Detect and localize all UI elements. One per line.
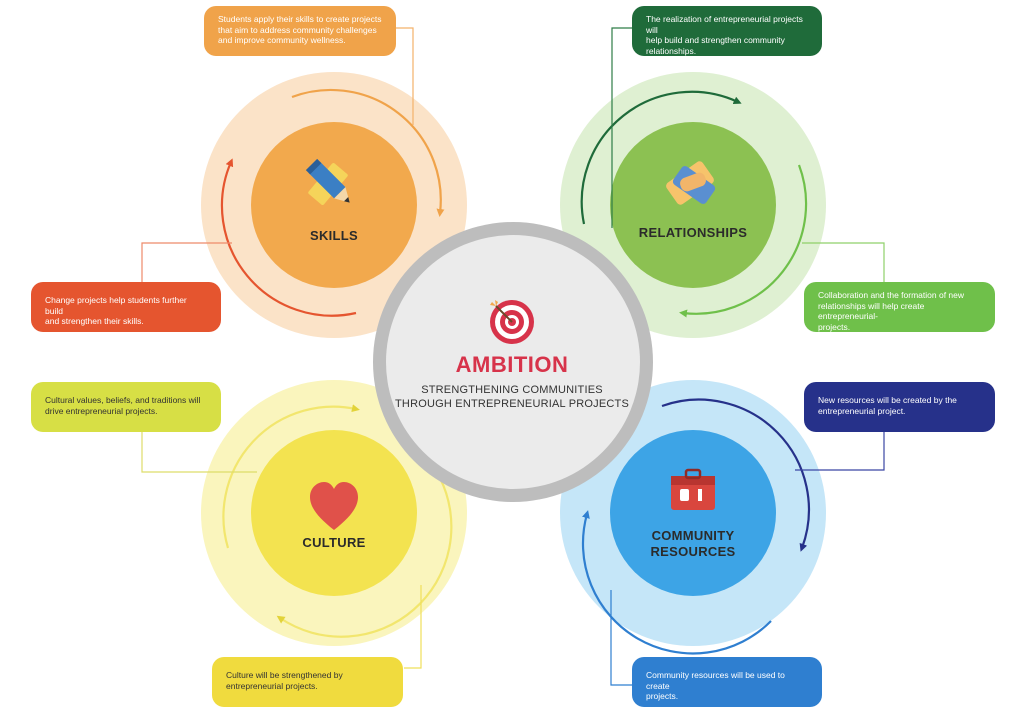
toolbox-icon (671, 468, 715, 510)
note-line: Culture will be strengthened by (226, 670, 343, 680)
pencil-ruler-icon (305, 158, 350, 205)
skills-arrow-return (220, 158, 357, 317)
note-resources-right: New resources will be created by the ent… (804, 382, 995, 432)
skills-node (251, 122, 417, 288)
culture-arrow-return (276, 477, 453, 638)
note-relationships-top: The realization of entrepreneurial proje… (632, 6, 822, 56)
heart-icon (310, 482, 358, 530)
note-line: and improve community wellness. (218, 35, 346, 45)
note-relationships-right: Collaboration and the formation of new r… (804, 282, 995, 332)
culture-arrow-outward (222, 404, 360, 549)
resources-label-line2: RESOURCES (650, 544, 736, 559)
note-line: and strengthen their skills. (45, 316, 144, 326)
note-line: Community resources will be used to crea… (646, 670, 785, 691)
relationships-node (610, 122, 776, 288)
target-icon (490, 300, 534, 344)
center-subtitle: STRENGTHENING COMMUNITIES THROUGH ENTREP… (392, 383, 632, 411)
connector-culture-left (141, 432, 257, 473)
culture-label: CULTURE (302, 535, 366, 550)
connector-resources-right (795, 432, 885, 471)
connector-relationships-right (802, 242, 885, 282)
note-line: help build and strengthen community (646, 35, 785, 45)
skills-arrow-outward (291, 88, 445, 217)
note-line: entrepreneurial project. (818, 405, 906, 416)
note-line: The realization of entrepreneurial proje… (646, 14, 803, 35)
note-culture-bottom: Culture will be strengthened by entrepre… (212, 657, 403, 707)
note-line: Collaboration and the formation of new (818, 290, 965, 300)
center-inner (386, 235, 640, 489)
connector-culture-bottom (404, 585, 422, 669)
note-line: projects. (818, 321, 851, 332)
center-subtitle-line1: STRENGTHENING COMMUNITIES (421, 384, 603, 396)
note-line: New resources will be created by the (818, 395, 957, 405)
note-line: drive entrepreneurial projects. (45, 405, 158, 416)
resources-arrow-outward (661, 398, 810, 552)
note-line: Cultural values, beliefs, and traditions… (45, 395, 201, 405)
connector-relationships-top (611, 27, 632, 228)
center-subtitle-line2: THROUGH ENTREPRENEURIAL PROJECTS (395, 398, 629, 410)
connector-resources-bottom (610, 590, 632, 686)
note-line: Students apply their skills to create pr… (218, 14, 382, 24)
note-skills-top: Students apply their skills to create pr… (204, 6, 396, 56)
resources-arrow-return (581, 510, 772, 655)
resources-label: COMMUNITY RESOURCES (623, 528, 763, 560)
connector-skills-top (396, 27, 414, 125)
relationships-arrow-return (679, 164, 808, 318)
handshake-icon (666, 161, 716, 205)
note-skills-left: Change projects help students further bu… (31, 282, 221, 332)
relationships-arrow-outward (580, 90, 742, 225)
note-line: projects. (646, 691, 679, 701)
resources-label-line1: COMMUNITY (651, 528, 735, 543)
note-culture-left: Cultural values, beliefs, and traditions… (31, 382, 221, 432)
note-line: that aim to address community challenges (218, 24, 377, 35)
note-line: relationships. (646, 45, 697, 56)
center-title: AMBITION (455, 352, 569, 377)
resources-node (610, 430, 776, 596)
note-line: entrepreneurial projects. (226, 680, 318, 691)
note-line: relationships will help create entrepren… (818, 300, 925, 322)
relationships-label: RELATIONSHIPS (638, 225, 748, 240)
note-resources-bottom: Community resources will be used to crea… (632, 657, 822, 707)
note-line: Change projects help students further bu… (45, 295, 187, 316)
skills-label: SKILLS (309, 228, 359, 243)
connector-skills-left (141, 242, 232, 282)
